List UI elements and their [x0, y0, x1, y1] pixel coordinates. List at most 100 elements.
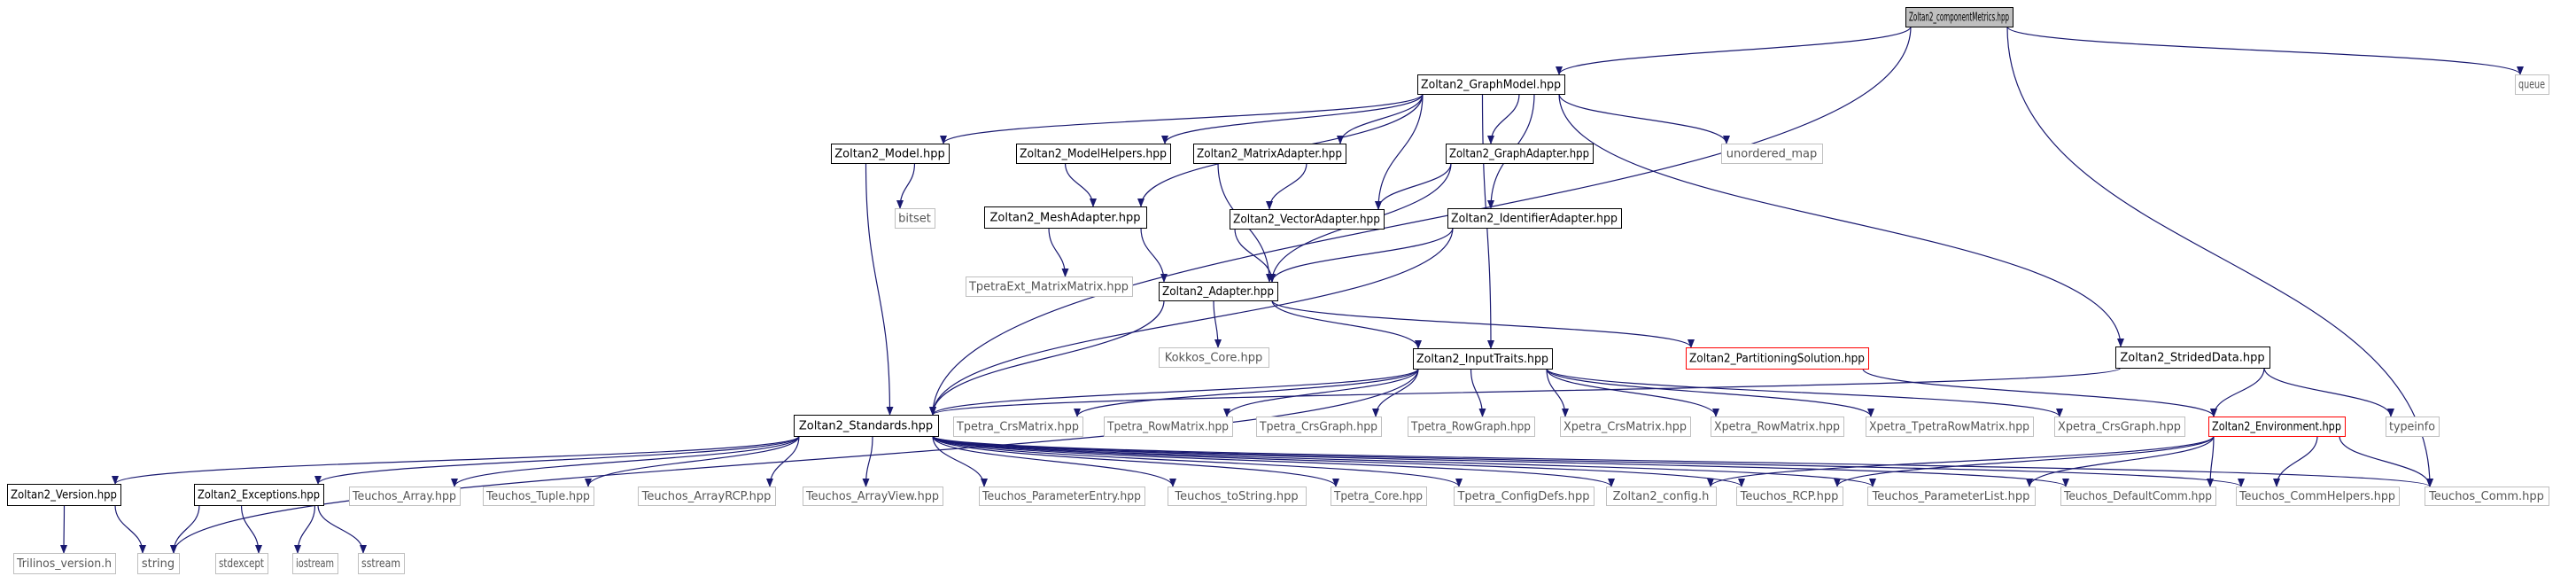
- edge-standards-to-version: [112, 435, 800, 485]
- node-graphmodel[interactable]: Zoltan2_GraphModel.hpp: [1416, 74, 1566, 96]
- node-box: [1867, 487, 2036, 506]
- node-componentmetrics[interactable]: Zoltan2_componentMetrics.hpp: [1905, 6, 2014, 28]
- node-kokkos-core: Kokkos_Core.hpp: [1159, 347, 1269, 368]
- edge-partitioningsolution-to-environment: [1862, 368, 2217, 417]
- node-model[interactable]: Zoltan2_Model.hpp: [830, 143, 950, 165]
- edge-environment-to-teuchos-comm: [2339, 435, 2433, 487]
- node-label: Zoltan2_VectorAdapter.hpp: [1233, 214, 1380, 227]
- node-box: [803, 487, 943, 506]
- node-standards[interactable]: Zoltan2_Standards.hpp: [793, 414, 940, 438]
- node-teuchos-arrayrcp: Teuchos_ArrayRCP.hpp: [638, 487, 776, 506]
- node-queue: queue: [2515, 74, 2549, 95]
- edge-standards-to-teuchos-rcp: [932, 435, 1745, 487]
- node-partitioningsolution[interactable]: Zoltan2_PartitioningSolution.hpp: [1685, 347, 1870, 370]
- node-modelhelpers[interactable]: Zoltan2_ModelHelpers.hpp: [1015, 143, 1172, 165]
- node-label: Zoltan2_GraphAdapter.hpp: [1449, 148, 1589, 161]
- node-label: Zoltan2_PartitioningSolution.hpp: [1689, 353, 1865, 366]
- node-box: [358, 553, 405, 574]
- edge-inputtraits-to-xpetra-rowmatrix: [1546, 368, 1719, 417]
- edge-standards-to-tpetra-core: [932, 435, 1339, 487]
- node-box: [1445, 143, 1594, 165]
- node-vectoradapter[interactable]: Zoltan2_VectorAdapter.hpp: [1229, 208, 1385, 230]
- edge-version-to-string: [114, 504, 146, 554]
- node-box: [1560, 417, 1691, 437]
- node-label: Zoltan2_config.h: [1613, 490, 1710, 503]
- node-teuchos-parameterentry: Teuchos_ParameterEntry.hpp: [979, 487, 1145, 506]
- node-label: Teuchos_CommHelpers.hpp: [2238, 490, 2395, 503]
- node-label: Zoltan2_MeshAdapter.hpp: [989, 212, 1140, 225]
- node-box: [983, 206, 1148, 230]
- edge-graphmodel-to-model: [940, 93, 1424, 144]
- node-box: [1192, 143, 1347, 165]
- edge-inputtraits-to-xpetra-crsgraph: [1546, 368, 2063, 417]
- edge-adapter-to-inputtraits: [1271, 300, 1422, 349]
- edge-environment-to-teuchos-commhelpers: [2273, 435, 2318, 487]
- edge-graphmodel-to-strideddata: [1558, 93, 2124, 347]
- node-iostream: iostream: [292, 553, 338, 574]
- node-sstream: sstream: [358, 553, 405, 574]
- node-label: Zoltan2_Version.hpp: [11, 489, 117, 502]
- edge-standards-to-teuchos-arrayview: [862, 435, 873, 487]
- node-label: Tpetra_CrsMatrix.hpp: [956, 421, 1079, 434]
- node-graphadapter[interactable]: Zoltan2_GraphAdapter.hpp: [1445, 143, 1594, 165]
- node-adapter[interactable]: Zoltan2_Adapter.hpp: [1158, 281, 1279, 302]
- node-label: Zoltan2_Model.hpp: [834, 148, 944, 161]
- edge-inputtraits-to-standards: [929, 368, 1419, 416]
- node-box: [6, 483, 122, 507]
- node-matrixadapter[interactable]: Zoltan2_MatrixAdapter.hpp: [1192, 143, 1347, 165]
- node-version[interactable]: Zoltan2_Version.hpp: [6, 483, 122, 507]
- node-label: Tpetra_CrsGraph.hpp: [1259, 421, 1377, 434]
- edge-standards-to-teuchos-tuple: [585, 435, 800, 487]
- node-box: [1736, 487, 1843, 506]
- node-string: string: [137, 553, 180, 574]
- edge-standards-to-teuchos-tostring: [932, 435, 1176, 487]
- node-label: Teuchos_RCP.hpp: [1740, 490, 1839, 503]
- node-box: [292, 553, 338, 574]
- node-teuchos-comm: Teuchos_Comm.hpp: [2425, 487, 2549, 506]
- node-meshadapter[interactable]: Zoltan2_MeshAdapter.hpp: [983, 206, 1148, 230]
- node-inputtraits[interactable]: Zoltan2_InputTraits.hpp: [1412, 347, 1554, 370]
- node-label: TpetraExt_MatrixMatrix.hpp: [968, 281, 1129, 294]
- node-box: [1229, 208, 1385, 230]
- node-xpetra-rowmatrix: Xpetra_RowMatrix.hpp: [1711, 417, 1844, 437]
- node-teuchos-defaultcomm: Teuchos_DefaultComm.hpp: [2060, 487, 2216, 506]
- node-box: [1866, 417, 2034, 437]
- node-label: bitset: [898, 213, 931, 226]
- node-label: unordered_map: [1726, 148, 1818, 161]
- edge-inputtraits-to-string: [170, 368, 1419, 554]
- node-box: [2054, 417, 2185, 437]
- node-label: Teuchos_ArrayView.hpp: [805, 490, 939, 503]
- node-label: Teuchos_ParameterList.hpp: [1872, 490, 2030, 503]
- edge-componentmetrics-to-teuchos-comm: [2006, 26, 2433, 487]
- edge-exceptions-to-sstream: [317, 504, 367, 554]
- edge-inputtraits-to-tpetra-rowmatrix: [1223, 368, 1419, 417]
- edge-graphmodel-to-unordered-map: [1558, 93, 1730, 144]
- node-label: Teuchos_Tuple.hpp: [485, 490, 590, 503]
- node-box: [1158, 281, 1279, 302]
- node-box: [1331, 487, 1427, 506]
- node-strideddata[interactable]: Zoltan2_StridedData.hpp: [2114, 346, 2271, 370]
- edge-standards-to-teuchos-defaultcomm: [932, 435, 2069, 487]
- node-box: [137, 553, 180, 574]
- node-typeinfo: typeinfo: [2386, 417, 2440, 437]
- node-box: [1685, 347, 1870, 370]
- node-box: [2425, 487, 2549, 506]
- node-environment[interactable]: Zoltan2_Environment.hpp: [2207, 416, 2347, 438]
- node-box: [215, 553, 268, 574]
- node-box: [1168, 487, 1307, 506]
- node-trilinos-version: Trilinos_version.h: [13, 553, 116, 574]
- node-label: Teuchos_ArrayRCP.hpp: [641, 490, 772, 503]
- node-stdexcept: stdexcept: [215, 553, 268, 574]
- node-box: [2060, 487, 2216, 506]
- node-exceptions[interactable]: Zoltan2_Exceptions.hpp: [193, 483, 325, 507]
- node-teuchos-tuple: Teuchos_Tuple.hpp: [483, 487, 594, 506]
- node-label: Kokkos_Core.hpp: [1165, 352, 1263, 365]
- node-box: [13, 553, 116, 574]
- node-box: [2236, 487, 2400, 506]
- node-label: Xpetra_CrsGraph.hpp: [2058, 421, 2181, 434]
- node-identifieradapter[interactable]: Zoltan2_IdentifierAdapter.hpp: [1447, 207, 1623, 230]
- edge-environment-to-teuchos-defaultcomm: [2207, 435, 2215, 487]
- node-teuchos-tostring: Teuchos_toString.hpp: [1168, 487, 1307, 506]
- edge-standards-to-teuchos-array: [451, 435, 800, 487]
